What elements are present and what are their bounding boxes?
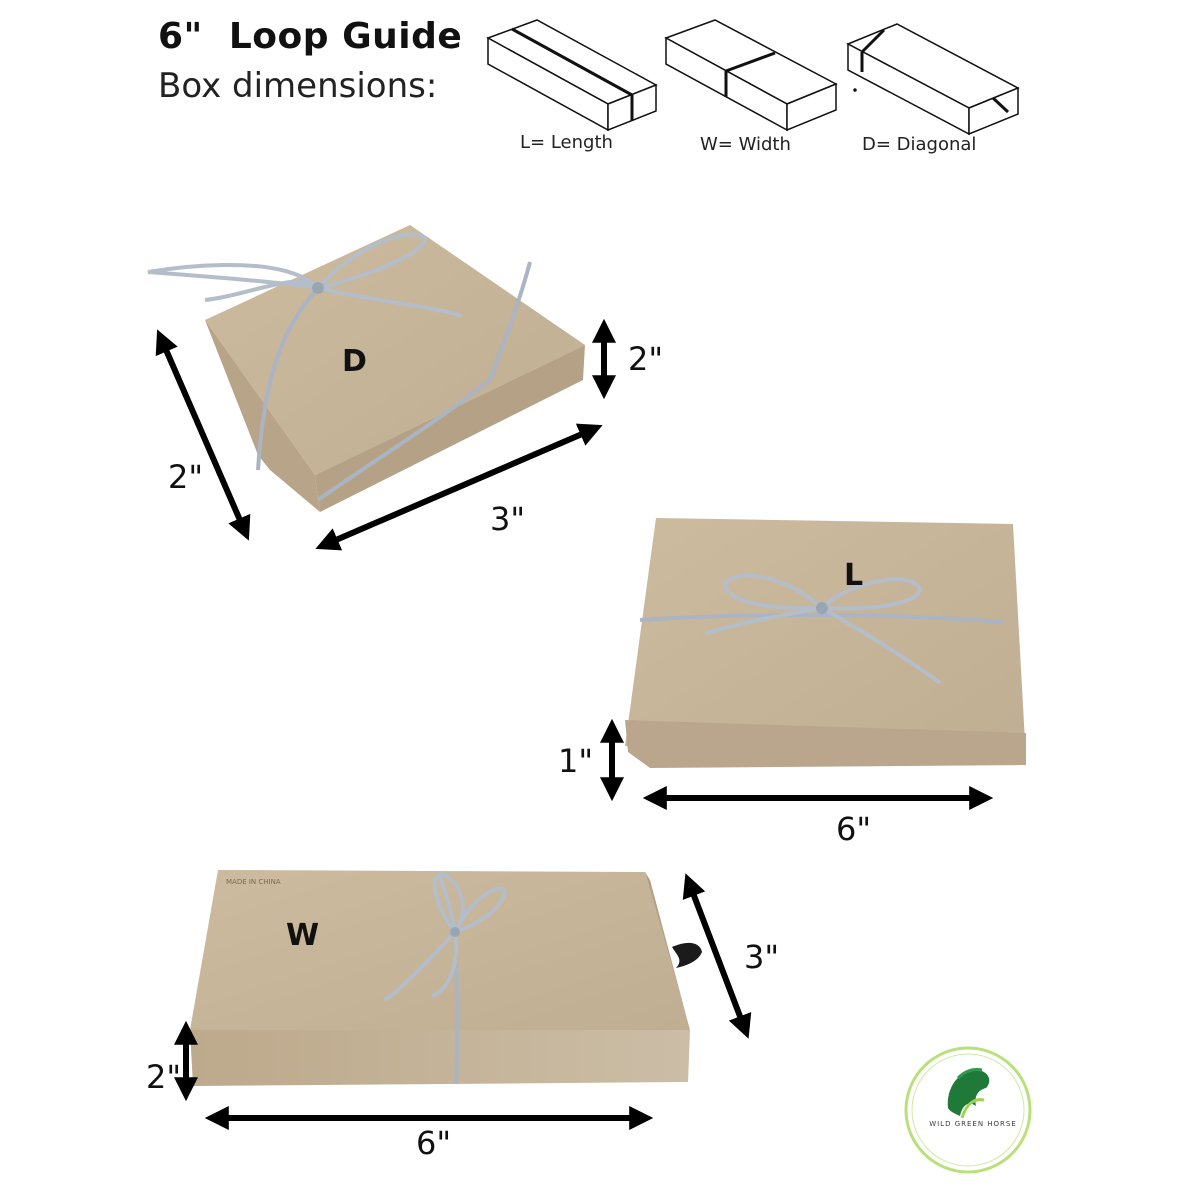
box-w-depth-dim: 3"	[744, 938, 780, 976]
box-d-length-dim: 3"	[490, 500, 526, 538]
box-d-bow	[147, 263, 324, 302]
box-length	[625, 518, 1026, 768]
box-w-front	[190, 1030, 690, 1086]
box-w-print-text: MADE IN CHINA	[226, 878, 281, 886]
box-l-front	[625, 720, 1026, 768]
horse-head-icon	[947, 1068, 990, 1119]
box-l-top	[625, 518, 1026, 760]
box-l-letter: L	[844, 558, 864, 593]
legend-diagonal-label: D= Diagonal	[862, 134, 977, 155]
box-width	[190, 870, 702, 1086]
box-w-length-dim: 6"	[416, 1124, 452, 1162]
box-d-letter: D	[342, 344, 367, 379]
box-l-length-dim: 6"	[836, 810, 872, 848]
box-w-depth-arrow	[682, 873, 752, 1039]
legend-width-diagram	[664, 19, 838, 132]
box-l-ribbon	[639, 612, 1005, 624]
box-w-letter: W	[286, 918, 320, 953]
box-d-depth-dim: 2"	[628, 340, 664, 378]
brand-logo	[904, 1046, 1032, 1174]
legend-length-label: L= Length	[520, 132, 613, 153]
legend-length-diagram	[486, 19, 658, 132]
box-d-length-arrow	[315, 423, 603, 551]
box-l-bow	[704, 573, 824, 636]
box-l-height-dim: 1"	[558, 742, 594, 780]
box-w-mark	[672, 942, 702, 968]
box-d-side-dim: 2"	[168, 458, 204, 496]
box-w-right	[645, 872, 690, 1030]
box-w-height-dim: 2"	[146, 1058, 182, 1096]
legend-diagonal-diagram	[846, 23, 1020, 136]
page-title: 6" Loop Guide	[158, 16, 463, 57]
brand-name: WILD GREEN HORSE	[929, 1120, 1017, 1128]
legend-width-label: W= Width	[700, 134, 791, 155]
page-subtitle: Box dimensions:	[158, 66, 438, 106]
box-d-side-arrow	[155, 329, 251, 541]
